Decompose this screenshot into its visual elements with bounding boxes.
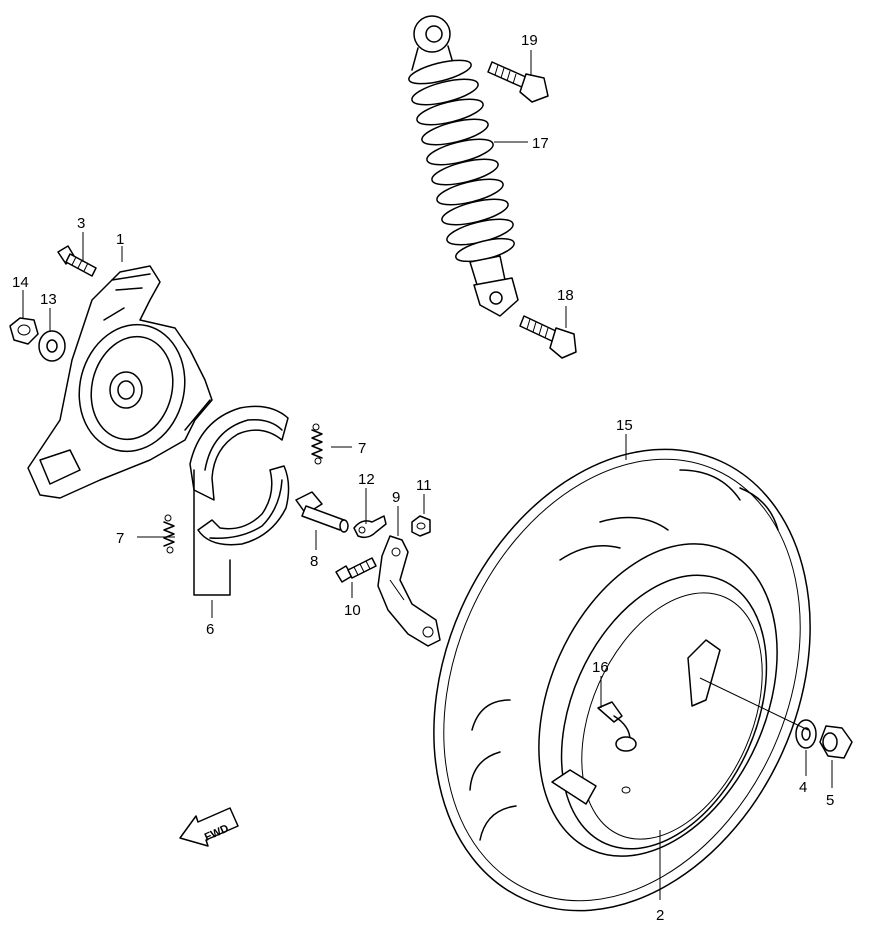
callout-11: 11 [416, 477, 432, 494]
callout-17: 17 [532, 135, 549, 152]
washer-4 [795, 719, 817, 749]
callout-14: 14 [12, 274, 29, 291]
washer-13 [38, 330, 66, 362]
spring-7-upper [311, 423, 323, 465]
nut-11 [411, 515, 431, 537]
brake-cam-8 [295, 491, 349, 533]
callout-15: 15 [616, 417, 633, 434]
callout-16: 16 [592, 659, 609, 676]
callout-19: 19 [521, 32, 538, 49]
callout-8: 8 [310, 553, 318, 570]
callout-10: 10 [344, 602, 361, 619]
spring-7-lower [163, 514, 175, 554]
leader-lines [22, 50, 833, 900]
callout-3: 3 [77, 215, 85, 232]
callout-numbers: 1 2 3 4 5 6 7 7 8 9 10 11 12 13 14 15 16… [12, 32, 834, 924]
shock-absorber [408, 15, 519, 317]
brake-arm-9 [377, 535, 441, 647]
callout-1: 1 [116, 231, 124, 248]
callout-18: 18 [557, 287, 574, 304]
callout-12: 12 [358, 471, 375, 488]
callout-4: 4 [799, 779, 807, 796]
bolt-3 [57, 245, 97, 277]
wheel-rim [551, 574, 768, 850]
brake-shoes [189, 405, 290, 596]
nut-14 [9, 317, 39, 345]
rear-brake-hub [27, 265, 213, 499]
plate-12 [353, 515, 387, 539]
callout-6: 6 [206, 621, 214, 638]
axle-nut-5 [819, 725, 853, 759]
callout-7-upper: 7 [358, 440, 366, 457]
bolt-19 [487, 61, 549, 103]
callout-5: 5 [826, 792, 834, 809]
callout-13: 13 [40, 291, 57, 308]
bolt-18 [519, 315, 577, 359]
fwd-direction-arrow: FWD [179, 807, 239, 847]
callout-9: 9 [392, 489, 400, 506]
callout-7-lower: 7 [116, 530, 124, 547]
bolt-10 [335, 557, 377, 583]
tire-valve-16 [597, 701, 637, 752]
callout-2: 2 [656, 907, 664, 924]
